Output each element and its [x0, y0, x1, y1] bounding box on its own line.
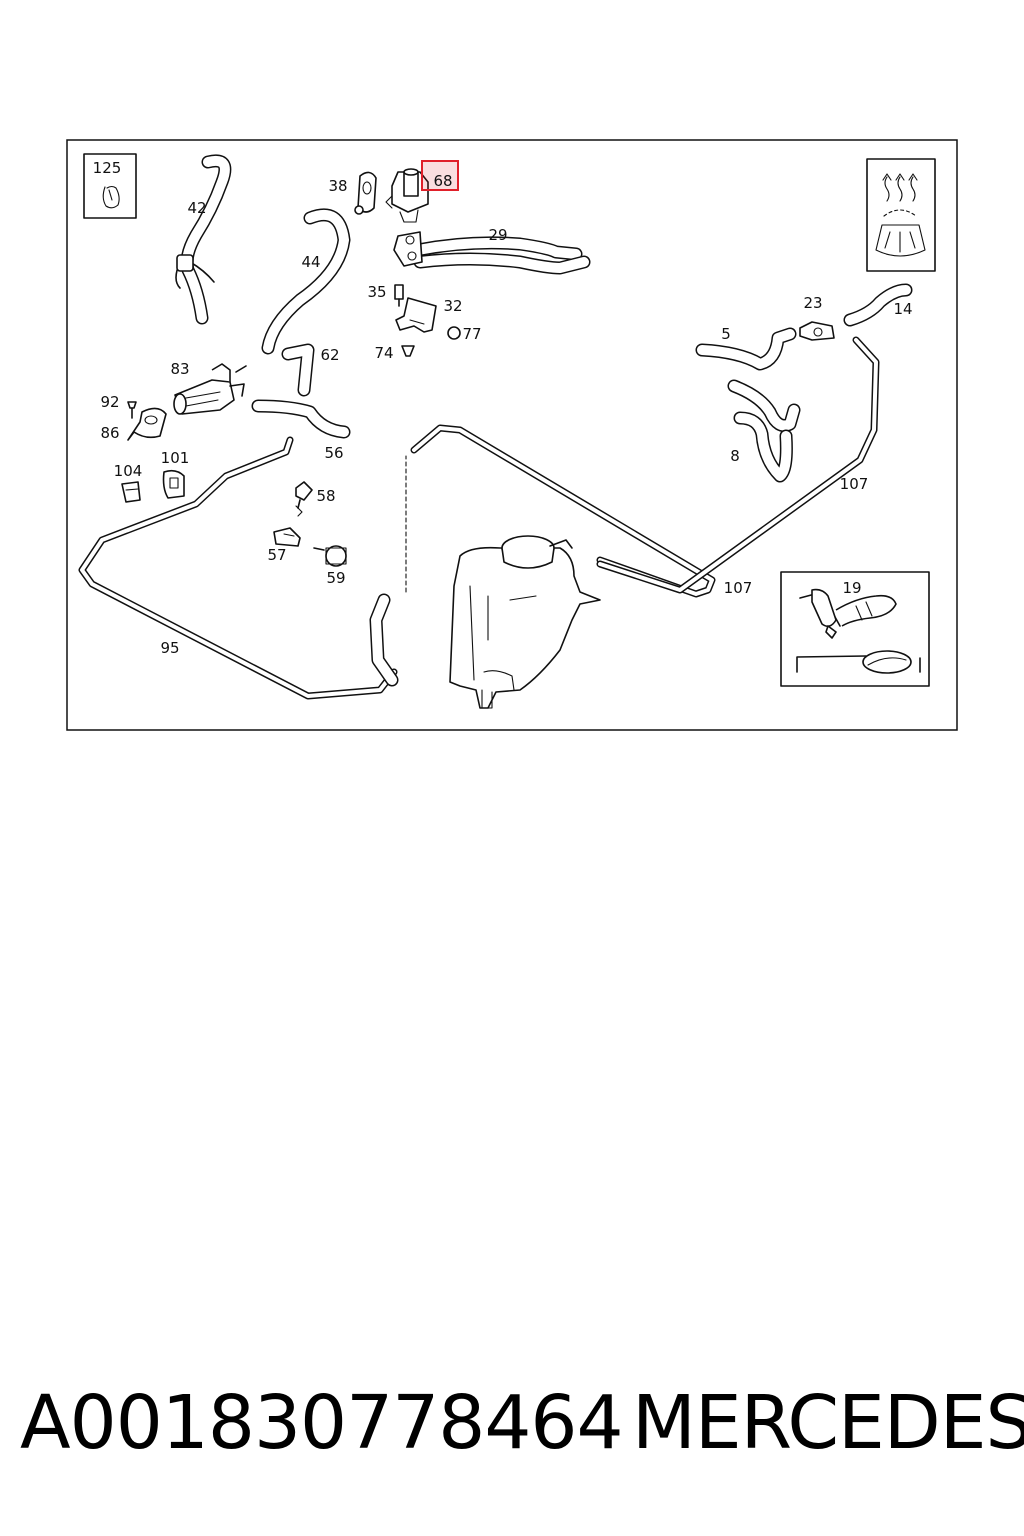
- hose-62: [281, 343, 315, 397]
- label-23: 23: [803, 294, 822, 312]
- bracket-group-32: [394, 284, 461, 357]
- label-59: 59: [326, 569, 345, 587]
- hose-14: [843, 283, 913, 327]
- part-68-valve: [385, 168, 429, 223]
- label-56: 56: [324, 444, 343, 462]
- pipe-95: [78, 436, 407, 700]
- label-68: 68: [433, 172, 452, 190]
- hose-56: [251, 399, 351, 439]
- label-95: 95: [160, 639, 179, 657]
- clip-104: [121, 481, 141, 503]
- label-38: 38: [328, 177, 347, 195]
- label-83: 83: [170, 360, 189, 378]
- label-5: 5: [721, 325, 731, 343]
- hose-8: [727, 379, 801, 483]
- part-38-gasket: [354, 171, 377, 215]
- rear-window-heater-icon: [866, 158, 936, 272]
- label-58: 58: [316, 487, 335, 505]
- hose-29: [393, 231, 591, 275]
- expansion-tank: [449, 535, 601, 709]
- part-number: A001830778464: [20, 1380, 624, 1466]
- hose-44: [261, 208, 351, 355]
- label-107-upper: 107: [840, 475, 869, 493]
- pipe-107: [410, 336, 880, 598]
- label-62: 62: [320, 346, 339, 364]
- label-125: 125: [93, 159, 122, 177]
- label-101: 101: [161, 449, 190, 467]
- part-83-pump: [173, 363, 247, 415]
- label-86: 86: [100, 424, 119, 442]
- label-44: 44: [301, 253, 320, 271]
- part-labels: 125 42 38 68 29 44 35 32 77 74 62 83 92 …: [93, 159, 913, 657]
- label-8: 8: [730, 447, 740, 465]
- part-23-connector: [799, 321, 835, 341]
- inset-box-125: [83, 153, 137, 219]
- part-86-mount: [127, 401, 167, 441]
- label-92: 92: [100, 393, 119, 411]
- label-19: 19: [842, 579, 861, 597]
- label-104: 104: [114, 462, 143, 480]
- highlight-box-68: [421, 160, 459, 191]
- label-35: 35: [367, 283, 386, 301]
- clip-101: [162, 469, 185, 499]
- label-32: 32: [443, 297, 462, 315]
- label-57: 57: [267, 546, 286, 564]
- label-77: 77: [462, 325, 481, 343]
- label-42: 42: [187, 199, 206, 217]
- label-74: 74: [374, 344, 393, 362]
- inset-box-19: [780, 571, 930, 687]
- hose-5: [695, 327, 797, 371]
- hose-42: [175, 154, 232, 325]
- brand-name: MERCEDES: [632, 1380, 1024, 1466]
- label-14: 14: [893, 300, 912, 318]
- caption: A001830778464 MERCEDES: [20, 1378, 1024, 1468]
- label-29: 29: [488, 226, 507, 244]
- label-107-lower: 107: [724, 579, 753, 597]
- parts-57-58-59: [273, 481, 347, 567]
